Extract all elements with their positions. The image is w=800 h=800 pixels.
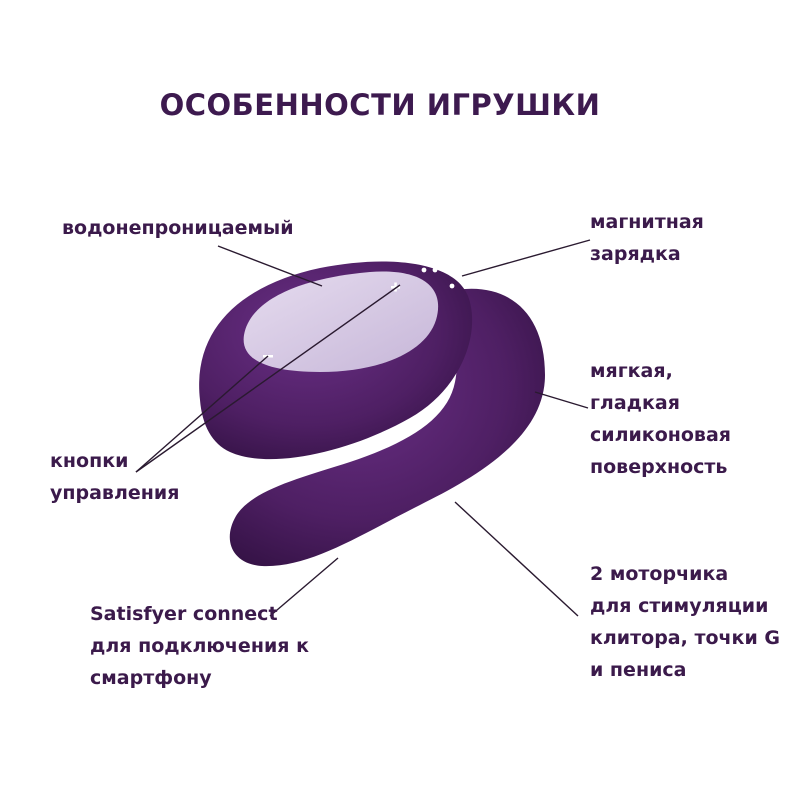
label-line: водонепроницаемый	[62, 217, 294, 239]
label-line: мягкая,	[590, 360, 673, 382]
label-line: клитора, точки G	[590, 627, 780, 649]
label-motors: 2 моторчика для стимуляции клитора, точк…	[590, 558, 780, 686]
callout-line-waterproof	[217, 245, 323, 287]
label-line: силиконовая	[590, 424, 731, 446]
label-control-buttons: кнопки управления	[50, 445, 179, 509]
label-line: 2 моторчика	[590, 563, 729, 585]
label-app-connect: Satisfyer connect для подключения к смар…	[90, 598, 309, 694]
product-lower-arm	[229, 288, 545, 567]
label-line: кнопки	[50, 450, 129, 472]
label-line: магнитная	[590, 211, 704, 233]
callout-line-magnetic	[461, 239, 591, 277]
label-line: Satisfyer connect	[90, 603, 278, 625]
control-panel	[243, 271, 439, 372]
callout-line-motors	[454, 501, 579, 617]
charging-pin-icon	[421, 267, 427, 273]
callout-line-connect	[269, 557, 339, 617]
label-magnetic-charging: магнитная зарядка	[590, 206, 704, 270]
callout-line-button-2	[135, 355, 269, 473]
callout-line-button-1	[135, 284, 401, 473]
button-plus-icon-v	[394, 282, 397, 292]
label-line: управления	[50, 482, 180, 504]
label-line: для подключения к	[90, 635, 309, 657]
label-line: и пениса	[590, 659, 687, 681]
label-line: зарядка	[590, 243, 681, 265]
label-line: смартфону	[90, 667, 212, 689]
charging-pin-icon	[449, 283, 455, 289]
page-title: ОСОБЕННОСТИ ИГРУШКИ	[159, 88, 601, 122]
label-soft-surface: мягкая, гладкая силиконовая поверхность	[590, 355, 731, 483]
callout-line-surface	[534, 391, 589, 409]
label-waterproof: водонепроницаемый	[62, 212, 294, 244]
label-line: поверхность	[590, 456, 728, 478]
label-line: гладкая	[590, 392, 680, 414]
charging-pin-icon	[432, 267, 438, 273]
label-line: для стимуляции	[590, 595, 769, 617]
